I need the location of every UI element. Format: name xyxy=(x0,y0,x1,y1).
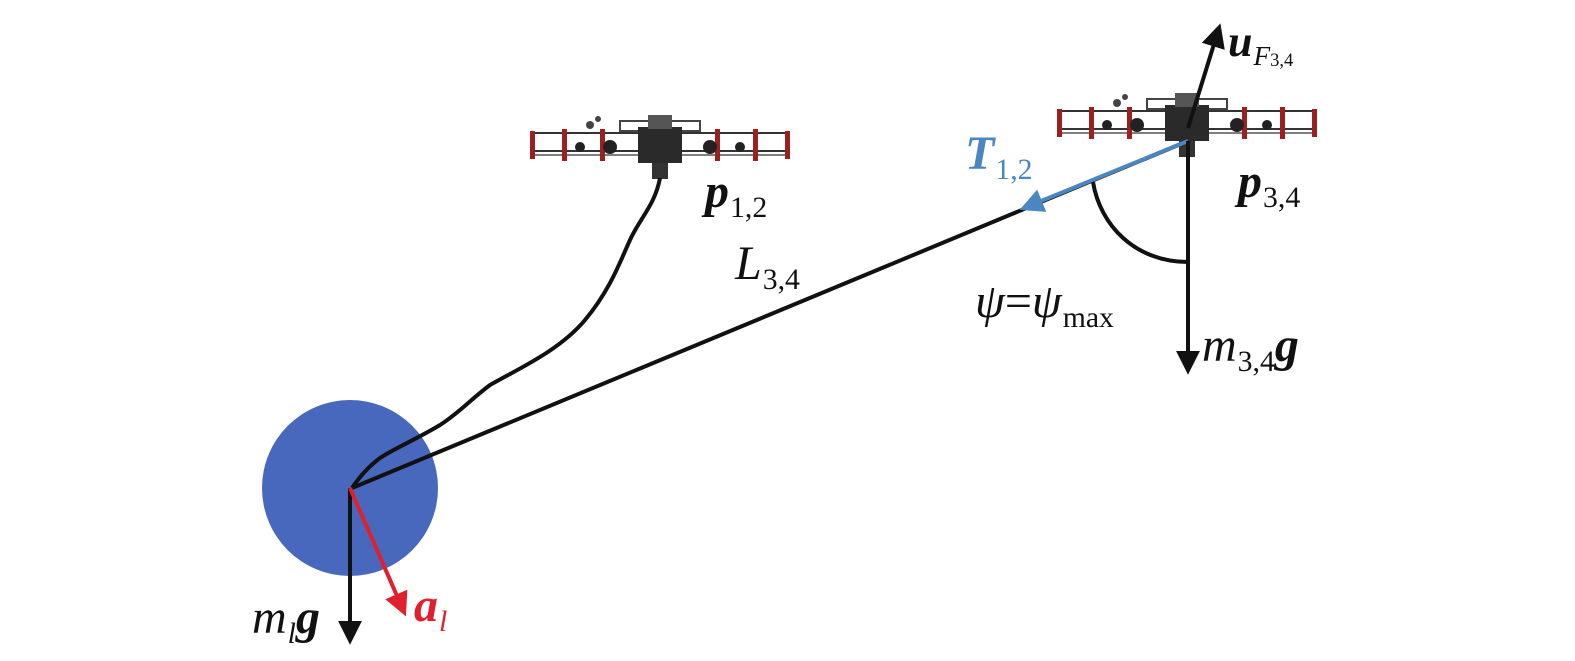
label-gravity-drone-vector: g xyxy=(1274,319,1299,372)
label-thrust-subscript: F xyxy=(1253,40,1271,71)
label-tension-symbol: T xyxy=(965,127,995,180)
label-gravity-load-mass: m xyxy=(252,591,287,644)
label-thrust-index: 3,4 xyxy=(1270,50,1294,71)
label-angle-lhs: ψ xyxy=(975,275,1005,328)
label-p34-subscript: 3,4 xyxy=(1263,180,1301,214)
label-cable-length-subscript: 3,4 xyxy=(762,262,800,296)
label-gravity-load-vector: g xyxy=(295,591,320,644)
tension-vector xyxy=(1019,139,1189,212)
label-tension: T1,2 xyxy=(965,127,1033,184)
label-gravity-load-subscript: l xyxy=(287,616,296,650)
label-gravity-drone-subscript: 3,4 xyxy=(1237,344,1275,378)
label-angle-rhs: ψ xyxy=(1031,275,1062,328)
label-thrust-symbol: u xyxy=(1228,17,1253,66)
label-p12: p1,2 xyxy=(705,165,767,222)
label-p34-symbol: p xyxy=(1238,155,1262,208)
label-angle-subscript: max xyxy=(1062,300,1114,334)
label-acceleration-symbol: a xyxy=(414,579,438,632)
label-tension-subscript: 1,2 xyxy=(995,152,1033,186)
angle-arc-psi xyxy=(1091,181,1189,264)
label-acceleration-subscript: l xyxy=(439,604,448,638)
label-angle: ψ=ψmax xyxy=(975,275,1114,332)
acceleration-vector xyxy=(348,487,408,617)
label-cable-length: L3,4 xyxy=(735,237,800,294)
label-thrust: uF3,4 xyxy=(1228,17,1293,70)
label-angle-eq: = xyxy=(1004,275,1032,328)
label-p12-symbol: p xyxy=(705,165,729,218)
label-gravity-drone-mass: m xyxy=(1202,319,1237,372)
thrust-vector xyxy=(1186,23,1225,129)
label-gravity-drone: m3,4g xyxy=(1202,319,1299,376)
label-p12-subscript: 1,2 xyxy=(730,190,768,224)
cable-1-2 xyxy=(350,177,662,490)
label-p34: p3,4 xyxy=(1238,155,1300,212)
label-cable-length-symbol: L xyxy=(735,237,762,290)
label-acceleration: al xyxy=(414,579,447,636)
label-gravity-load: mlg xyxy=(252,591,320,648)
